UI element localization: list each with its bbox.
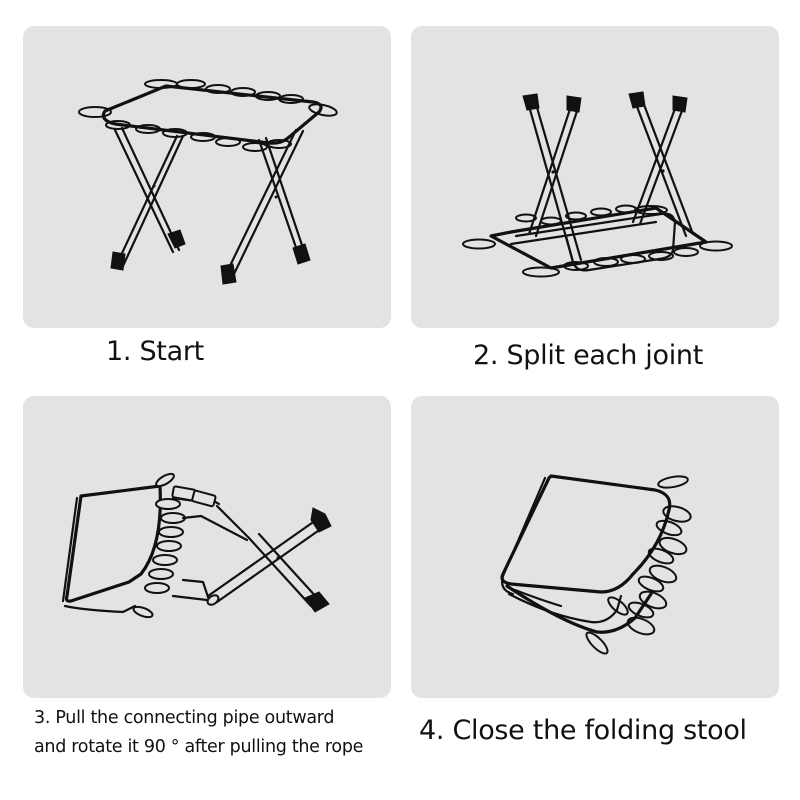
step-3-caption-line-2: and rotate it 90 ° after pulling the rop… (34, 737, 364, 757)
step-3-panel (23, 396, 391, 698)
step-1-caption: 1. Start (106, 336, 204, 367)
step-1-panel (23, 26, 391, 328)
folding-stool-closed-icon (411, 396, 779, 698)
step-3-caption-line-1: 3. Pull the connecting pipe outward (34, 708, 335, 728)
folding-stool-rotating-pipe-icon (23, 396, 391, 698)
step-2-panel (411, 26, 779, 328)
step-4-panel (411, 396, 779, 698)
folding-stool-upside-down-icon (411, 26, 779, 328)
step-4-caption: 4. Close the folding stool (419, 715, 747, 746)
folding-stool-standing-icon (23, 26, 391, 328)
step-2-caption: 2. Split each joint (473, 340, 704, 371)
